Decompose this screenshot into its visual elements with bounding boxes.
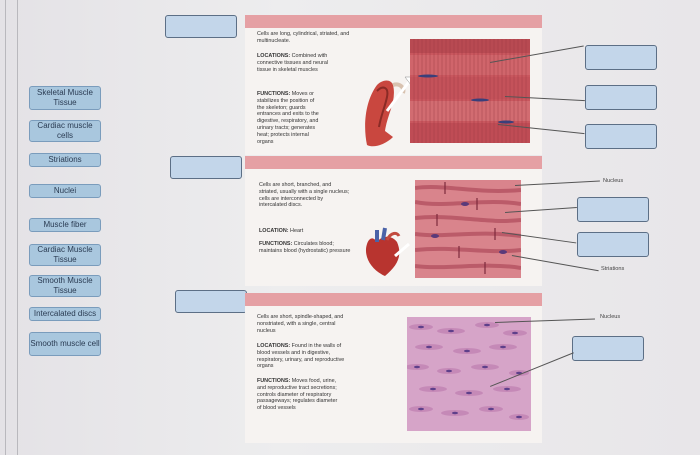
skeletal-arm-illustration — [357, 71, 415, 151]
drop-target-cardiac-title[interactable] — [170, 156, 242, 179]
cardiac-panel: Cells are short, branched, and striated,… — [245, 156, 542, 286]
smooth-tissue-micrograph — [407, 317, 531, 431]
term-cardiac-muscle-cells[interactable]: Cardiac muscle cells — [29, 120, 101, 142]
term-skeletal-muscle-tissue[interactable]: Skeletal Muscle Tissue — [29, 86, 101, 110]
left-border-line — [17, 0, 18, 455]
locations-label: LOCATIONS: — [257, 53, 290, 59]
cardiac-description: Cells are short, branched, and striated,… — [259, 182, 351, 209]
term-smooth-muscle-cell[interactable]: Smooth muscle cell — [29, 332, 101, 356]
term-intercalated-discs[interactable]: Intercalated discs — [29, 307, 101, 321]
term-striations[interactable]: Striations — [29, 153, 101, 167]
panel-header-bar — [245, 156, 542, 169]
term-nuclei[interactable]: Nuclei — [29, 184, 101, 198]
label-striations: Striations — [601, 266, 624, 272]
functions-label: FUNCTIONS: — [257, 378, 290, 384]
smooth-locations: LOCATIONS: Found in the walls of blood v… — [257, 343, 352, 370]
panel-header-bar — [245, 15, 542, 28]
skeletal-description: Cells are long, cylindrical, striated, a… — [257, 31, 357, 45]
left-border-line — [5, 0, 6, 455]
drop-target-cardiac-1[interactable] — [577, 197, 649, 222]
label-nucleus: Nucleus — [603, 178, 623, 184]
cardiac-location: LOCATION: Heart — [259, 228, 351, 235]
locations-label: LOCATIONS: — [257, 343, 290, 349]
term-smooth-muscle-tissue[interactable]: Smooth Muscle Tissue — [29, 275, 101, 297]
skeletal-functions-text: Moves or stabilizes the position of the … — [257, 91, 319, 145]
drop-target-smooth-title[interactable] — [175, 290, 247, 313]
functions-label: FUNCTIONS: — [259, 241, 292, 247]
location-label: LOCATION: — [259, 228, 289, 234]
skeletal-functions: FUNCTIONS: Moves or stabilizes the posit… — [257, 91, 321, 145]
drop-target-skeletal-title[interactable] — [165, 15, 237, 38]
drop-target-smooth-1[interactable] — [572, 336, 644, 361]
heart-illustration — [357, 226, 411, 278]
drop-target-skeletal-1[interactable] — [585, 45, 657, 70]
term-cardiac-muscle-tissue[interactable]: Cardiac Muscle Tissue — [29, 244, 101, 266]
panel-header-bar — [245, 293, 542, 306]
cardiac-location-text: Heart — [290, 228, 303, 234]
skeletal-panel: Cells are long, cylindrical, striated, a… — [245, 15, 542, 155]
skeletal-tissue-micrograph — [410, 39, 530, 143]
term-muscle-fiber[interactable]: Muscle fiber — [29, 218, 101, 232]
cardiac-functions: FUNCTIONS: Circulates blood; maintains b… — [259, 241, 351, 255]
drop-target-cardiac-2[interactable] — [577, 232, 649, 257]
cardiac-tissue-micrograph — [415, 180, 521, 278]
label-nucleus: Nucleus — [600, 314, 620, 320]
drop-target-skeletal-3[interactable] — [585, 124, 657, 149]
functions-label: FUNCTIONS: — [257, 91, 290, 97]
smooth-functions: FUNCTIONS: Moves food, urine, and reprod… — [257, 378, 339, 412]
smooth-panel: Cells are short, spindle-shaped, and non… — [245, 293, 542, 443]
skeletal-locations: LOCATIONS: Combined with connective tiss… — [257, 53, 332, 73]
smooth-description: Cells are short, spindle-shaped, and non… — [257, 314, 352, 334]
drop-target-skeletal-2[interactable] — [585, 85, 657, 110]
